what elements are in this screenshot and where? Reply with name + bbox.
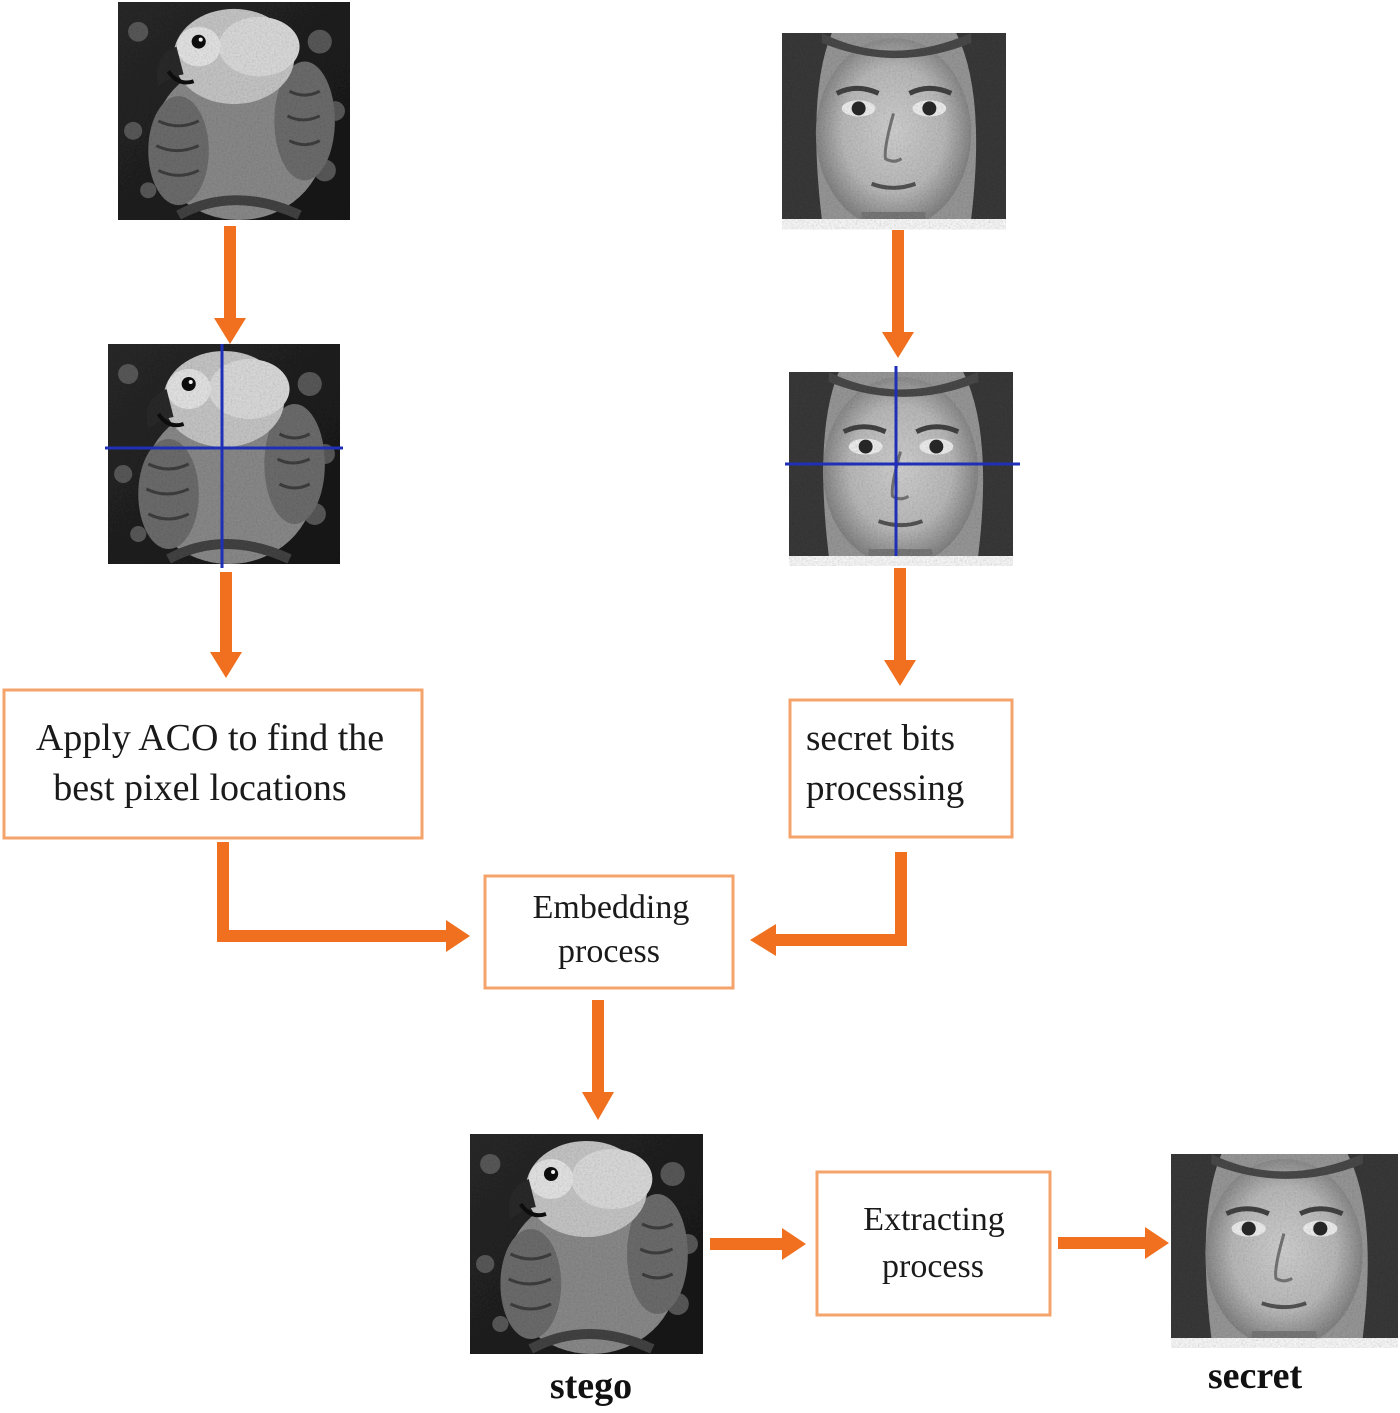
parrot-stego-image	[470, 1134, 703, 1354]
arrow-elbow-right	[217, 842, 470, 952]
parrot-partitioned-image	[105, 344, 343, 568]
secret-caption: secret	[1208, 1355, 1303, 1397]
aco-box-line2: best pixel locations	[53, 767, 346, 809]
arrow-down	[582, 1000, 614, 1120]
arrow-down	[882, 230, 914, 358]
aco-box-line1: Apply ACO to find the	[36, 717, 384, 759]
aco-box: Apply ACO to find the best pixel locatio…	[2, 688, 424, 840]
arrow-elbow-left	[750, 852, 907, 956]
secret-bits-box: secret bits processing	[788, 698, 1014, 839]
girl-partitioned-image	[785, 366, 1020, 556]
embedding-box-line2: process	[558, 933, 660, 970]
parrot-cover-image	[118, 2, 350, 220]
secret-bits-box-line2: processing	[806, 768, 964, 809]
stego-caption: stego	[550, 1365, 632, 1407]
secret-bits-box-line1: secret bits	[806, 718, 955, 759]
girl-secret-image	[782, 33, 1006, 229]
extracting-box-line1: Extracting	[863, 1201, 1005, 1238]
embedding-box-line1: Embedding	[533, 889, 690, 926]
arrow-down	[884, 568, 916, 686]
arrow-right	[710, 1228, 806, 1260]
arrow-down	[210, 572, 242, 678]
arrow-right	[1058, 1227, 1169, 1259]
extracting-box: Extracting process	[815, 1170, 1052, 1317]
extracting-box-line2: process	[882, 1248, 984, 1285]
arrow-down	[214, 226, 246, 344]
girl-recovered-image	[1171, 1154, 1398, 1348]
embedding-box: Embedding process	[483, 874, 735, 990]
